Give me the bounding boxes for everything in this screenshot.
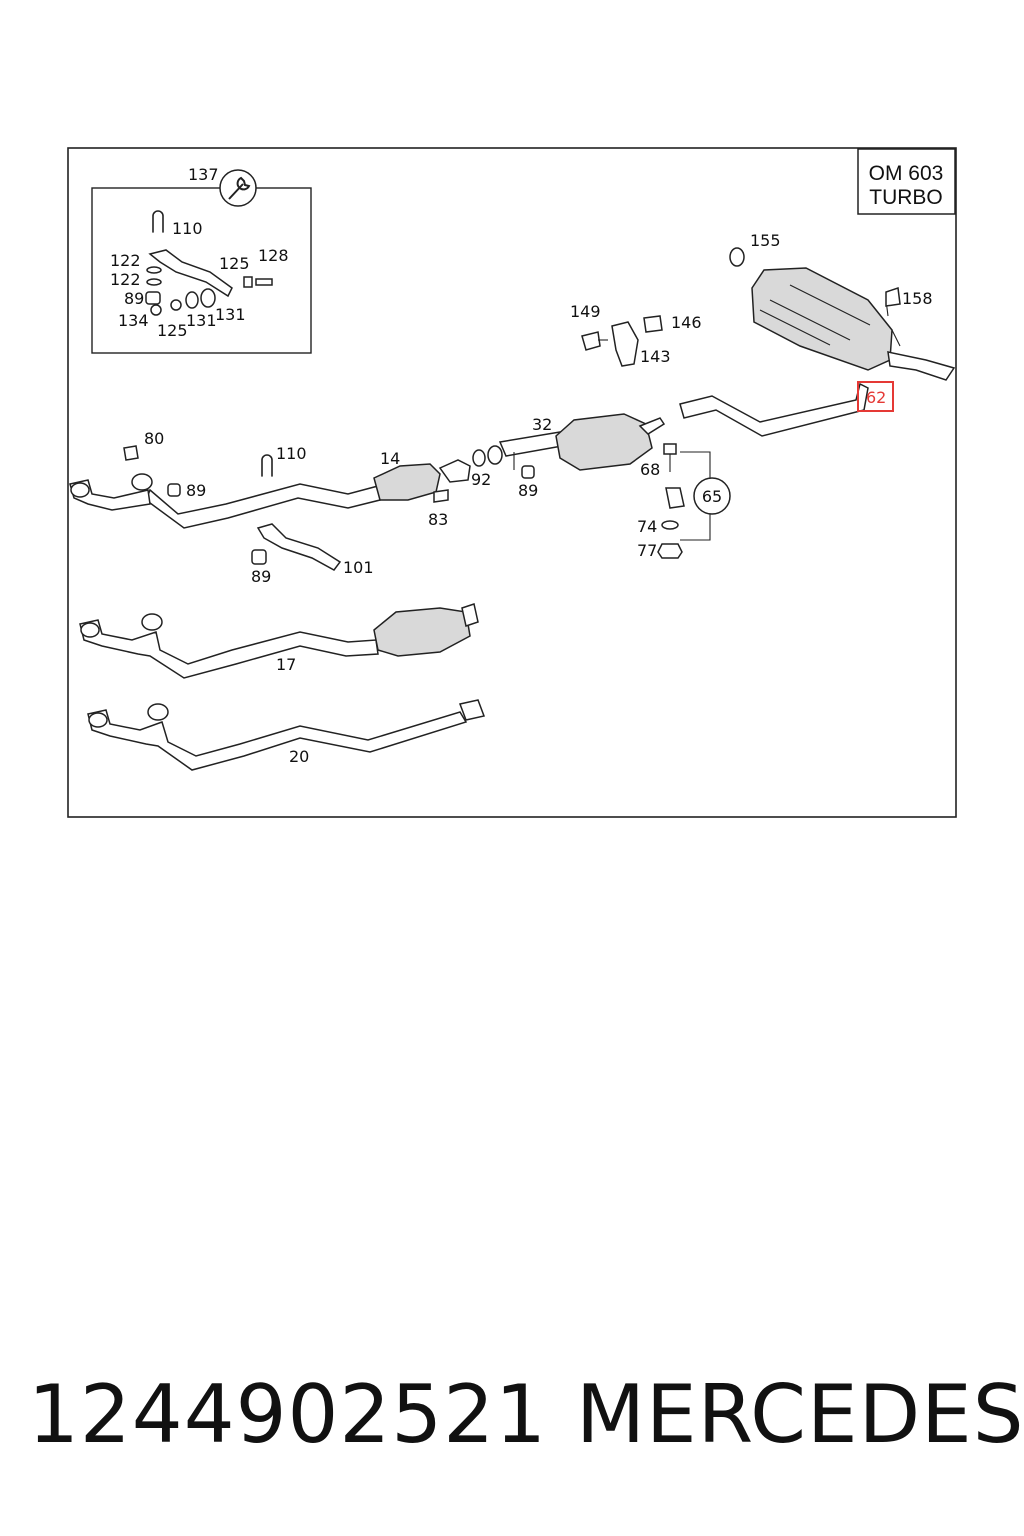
label-77: 77 <box>637 541 657 560</box>
label-134: 134 <box>118 311 149 330</box>
label-101: 101 <box>343 558 374 577</box>
label-146: 146 <box>671 313 702 332</box>
engine-line2: TURBO <box>869 186 943 209</box>
intermediate-pipe-62 <box>679 382 869 437</box>
label-92: 92 <box>471 470 491 489</box>
wrench-icon <box>219 169 257 207</box>
label-89d: 89 <box>251 567 271 586</box>
catalyst-14 <box>373 463 441 501</box>
make-name: MERCEDES <box>576 1368 1024 1461</box>
front-pipe-17 <box>79 619 379 679</box>
tailpipe <box>887 351 956 381</box>
label-83: 83 <box>428 510 448 529</box>
label-122a: 122 <box>110 251 141 270</box>
label-14: 14 <box>380 449 400 468</box>
label-80: 80 <box>144 429 164 448</box>
front-pipe-20 <box>87 709 468 771</box>
label-149: 149 <box>570 302 601 321</box>
label-65: 65 <box>702 487 722 506</box>
label-131b: 131 <box>215 305 246 324</box>
label-89b: 89 <box>518 481 538 500</box>
label-20: 20 <box>289 747 309 766</box>
label-62: 62 <box>866 388 886 407</box>
bracket-101 <box>256 523 342 571</box>
label-122b: 122 <box>110 270 141 289</box>
label-110b: 110 <box>276 444 307 463</box>
middle-muffler <box>555 413 653 471</box>
label-74: 74 <box>637 517 657 536</box>
label-32: 32 <box>532 415 552 434</box>
catalyst-17 <box>373 607 471 657</box>
label-128: 128 <box>258 246 289 265</box>
bracket-inset <box>148 249 233 298</box>
highlight-62 <box>857 381 894 412</box>
label-68: 68 <box>640 460 660 479</box>
label-17: 17 <box>276 655 296 674</box>
callout-65 <box>693 477 731 515</box>
front-pipe-14 <box>145 483 381 529</box>
label-158: 158 <box>902 289 933 308</box>
kit-inset <box>91 187 312 354</box>
u-bolt-110b <box>261 454 273 477</box>
label-137: 137 <box>188 165 219 184</box>
label-143: 143 <box>640 347 671 366</box>
u-bolt-110a <box>152 210 164 233</box>
label-110a: 110 <box>172 219 203 238</box>
label-125a: 125 <box>219 254 250 273</box>
rear-muffler <box>751 267 893 371</box>
part-number: 1244902521 <box>28 1368 547 1461</box>
label-89c: 89 <box>186 481 206 500</box>
label-155: 155 <box>750 231 781 250</box>
rubber-hanger-143 <box>611 321 639 367</box>
label-125b: 125 <box>157 321 188 340</box>
engine-line1: OM 603 <box>869 162 944 185</box>
hanger-158 <box>885 286 901 307</box>
engine-box <box>857 148 956 215</box>
diagram-frame <box>67 147 957 818</box>
label-131a: 131 <box>186 311 217 330</box>
label-89a: 89 <box>124 289 144 308</box>
front-pipe-32 <box>498 431 563 457</box>
